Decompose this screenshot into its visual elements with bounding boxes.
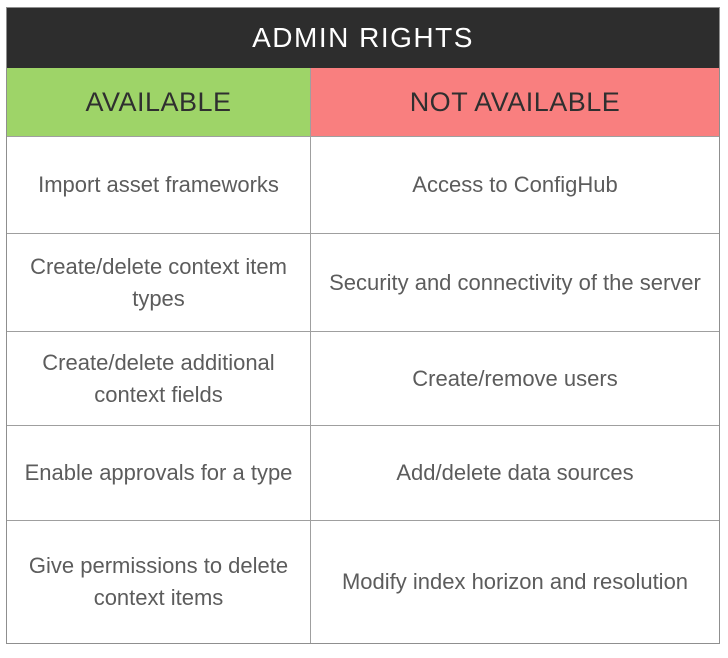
cell-available: Create/delete additional context fields	[7, 332, 311, 425]
cell-not-available: Security and connectivity of the server	[311, 234, 719, 331]
table-row: Import asset frameworks Access to Config…	[7, 136, 719, 233]
cell-text: Security and connectivity of the server	[329, 269, 701, 295]
cell-available: Import asset frameworks	[7, 137, 311, 233]
page-title: ADMIN RIGHTS	[252, 22, 474, 53]
cell-text: Create/remove users	[412, 365, 618, 391]
table-row: Create/delete additional context fields …	[7, 331, 719, 425]
table-row: Give permissions to delete context items…	[7, 520, 719, 643]
cell-available: Give permissions to delete context items	[7, 521, 311, 643]
cell-not-available: Add/delete data sources	[311, 426, 719, 520]
column-header-available: AVAILABLE	[7, 68, 311, 136]
cell-text: Give permissions to delete context items	[28, 553, 289, 610]
cell-text: Enable approvals for a type	[24, 460, 293, 486]
table-title-bar: ADMIN RIGHTS	[7, 8, 719, 68]
cell-not-available: Modify index horizon and resolution	[311, 521, 719, 643]
cell-available: Enable approvals for a type	[7, 426, 311, 520]
cell-text: Create/delete context item types	[30, 253, 287, 311]
table-row: Create/delete context item types Securit…	[7, 233, 719, 331]
cell-text: Access to ConfigHub	[412, 172, 618, 198]
column-header-row: AVAILABLE NOT AVAILABLE	[7, 68, 719, 136]
column-header-not-available-label: NOT AVAILABLE	[409, 86, 621, 117]
admin-rights-table: ADMIN RIGHTS AVAILABLE NOT AVAILABLE Imp…	[6, 7, 720, 644]
cell-available: Create/delete context item types	[7, 234, 311, 331]
table-row: Enable approvals for a type Add/delete d…	[7, 425, 719, 520]
cell-not-available: Create/remove users	[311, 332, 719, 425]
cell-text: Modify index horizon and resolution	[341, 569, 689, 595]
cell-text: Create/delete additional context fields	[42, 349, 275, 407]
cell-not-available: Access to ConfigHub	[311, 137, 719, 233]
column-header-not-available: NOT AVAILABLE	[311, 68, 719, 136]
column-header-available-label: AVAILABLE	[85, 86, 232, 117]
cell-text: Import asset frameworks	[38, 172, 279, 198]
cell-text: Add/delete data sources	[396, 460, 634, 486]
